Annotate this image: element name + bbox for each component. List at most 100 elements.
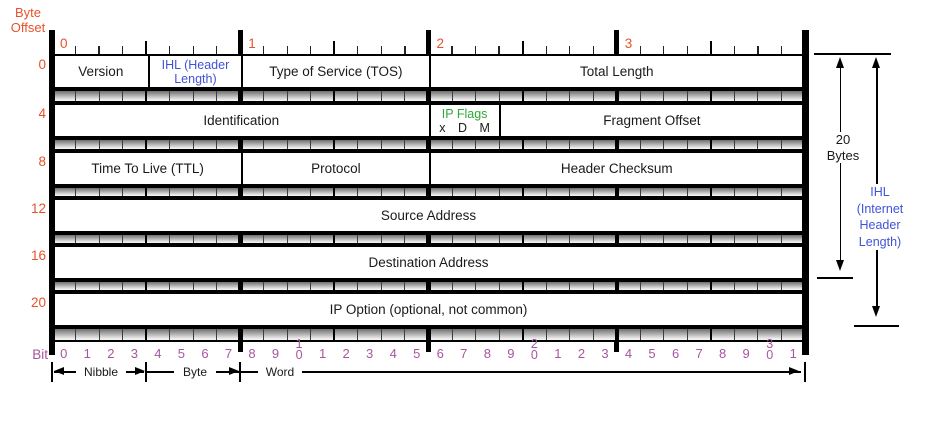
ruler-bit-tick [639, 46, 641, 54]
bit-number: 1 [83, 346, 91, 361]
byte-offset-8: 8 [38, 154, 46, 169]
strip-tick [733, 188, 735, 196]
strip-tick [521, 282, 524, 290]
strip-tick [357, 91, 359, 101]
strip-tick [216, 329, 218, 340]
ruler-bit-tick [686, 46, 688, 54]
ruler-bit-tick [545, 46, 547, 54]
strip-tick [286, 282, 288, 290]
strip-tick [380, 188, 382, 196]
strip-tick [639, 329, 641, 340]
strip-tick [686, 140, 688, 149]
ruler-byte-number-3: 3 [624, 36, 633, 51]
field-type-of-service-tos: Type of Service (TOS) [241, 56, 428, 87]
ruler-nibble-tick [521, 41, 524, 54]
ruler-bit-tick [404, 46, 406, 54]
strip-tick [192, 282, 194, 290]
byte-offset-4: 4 [38, 106, 46, 121]
bit-number: 4 [624, 346, 633, 361]
dim-20bytes-top-arrowhead [835, 57, 844, 68]
strip-tick [663, 140, 665, 149]
strip-tick [238, 188, 243, 196]
measure-divider [145, 362, 147, 382]
bit-tick-strip [52, 138, 805, 151]
ruler-bit-tick [663, 46, 665, 54]
bit-number: 2 [107, 346, 115, 361]
strip-tick [216, 235, 218, 243]
strip-tick [663, 91, 665, 101]
strip-tick [404, 282, 406, 290]
strip-tick [98, 188, 100, 196]
strip-tick [592, 140, 594, 149]
strip-tick [780, 91, 782, 101]
strip-tick [592, 91, 594, 101]
strip-tick [122, 140, 124, 149]
strip-tick [757, 140, 759, 149]
bit-number: 0 [60, 346, 68, 361]
strip-tick [404, 188, 406, 196]
strip-tick [709, 282, 712, 290]
field-label: IHL (Header Length) [161, 57, 230, 86]
strip-tick [757, 282, 759, 290]
strip-tick [639, 235, 641, 243]
measure-divider [51, 362, 53, 382]
strip-tick [733, 140, 735, 149]
ruler-bit-tick [310, 46, 312, 54]
strip-tick [169, 91, 171, 101]
dim-ihl-cap [854, 325, 899, 327]
word-right-arrowhead [789, 367, 799, 375]
strip-tick [426, 235, 431, 243]
strip-tick [780, 282, 782, 290]
strip-tick [169, 140, 171, 149]
strip-tick [333, 282, 336, 290]
strip-tick [122, 329, 124, 340]
ruler-byte-number-1: 1 [248, 36, 256, 51]
strip-tick [75, 329, 77, 340]
field-label: Source Address [380, 207, 477, 223]
field-label: Destination Address [368, 254, 489, 270]
strip-tick [639, 282, 641, 290]
strip-tick [333, 235, 336, 243]
field-row: Source Address [52, 198, 805, 233]
nibble-right-arrowhead [135, 367, 145, 375]
strip-tick [451, 140, 453, 149]
strip-tick [733, 91, 735, 101]
field-label: Version [78, 63, 124, 79]
field-header-checksum: Header Checksum [428, 153, 804, 184]
nibble-span-label: Nibble [76, 365, 126, 379]
strip-tick [380, 91, 382, 101]
strip-tick [451, 282, 453, 290]
strip-tick [310, 188, 312, 196]
strip-tick [686, 235, 688, 243]
strip-tick [169, 188, 171, 196]
bit-number: 5 [648, 346, 656, 361]
strip-tick [592, 329, 594, 340]
strip-tick [780, 235, 782, 243]
strip-tick [145, 329, 148, 340]
strip-tick [404, 329, 406, 340]
strip-tick [122, 235, 124, 243]
bit-number: 3 [366, 346, 374, 361]
strip-tick [263, 91, 265, 101]
ruler-bit-tick [592, 46, 594, 54]
ruler-bit-tick [380, 46, 383, 54]
strip-tick [569, 140, 571, 149]
bit-number: 2 [342, 346, 350, 361]
bit-number: 7 [224, 346, 233, 361]
field-label: Type of Service (TOS) [269, 63, 403, 79]
field-version: Version [54, 56, 148, 87]
strip-tick [286, 188, 288, 196]
dim-20bytes-line [839, 64, 842, 264]
field-label: Identification [203, 112, 280, 128]
strip-tick [475, 91, 477, 101]
strip-tick [592, 282, 594, 290]
ruler-bit-tick [357, 46, 359, 54]
field-label: IP Flags [441, 106, 488, 121]
ruler-byte-bar [237, 30, 243, 54]
table-left-bar [48, 30, 55, 355]
strip-tick [263, 140, 265, 149]
strip-tick [286, 235, 288, 243]
strip-tick [498, 282, 500, 290]
ruler-bit-tick [498, 46, 500, 54]
